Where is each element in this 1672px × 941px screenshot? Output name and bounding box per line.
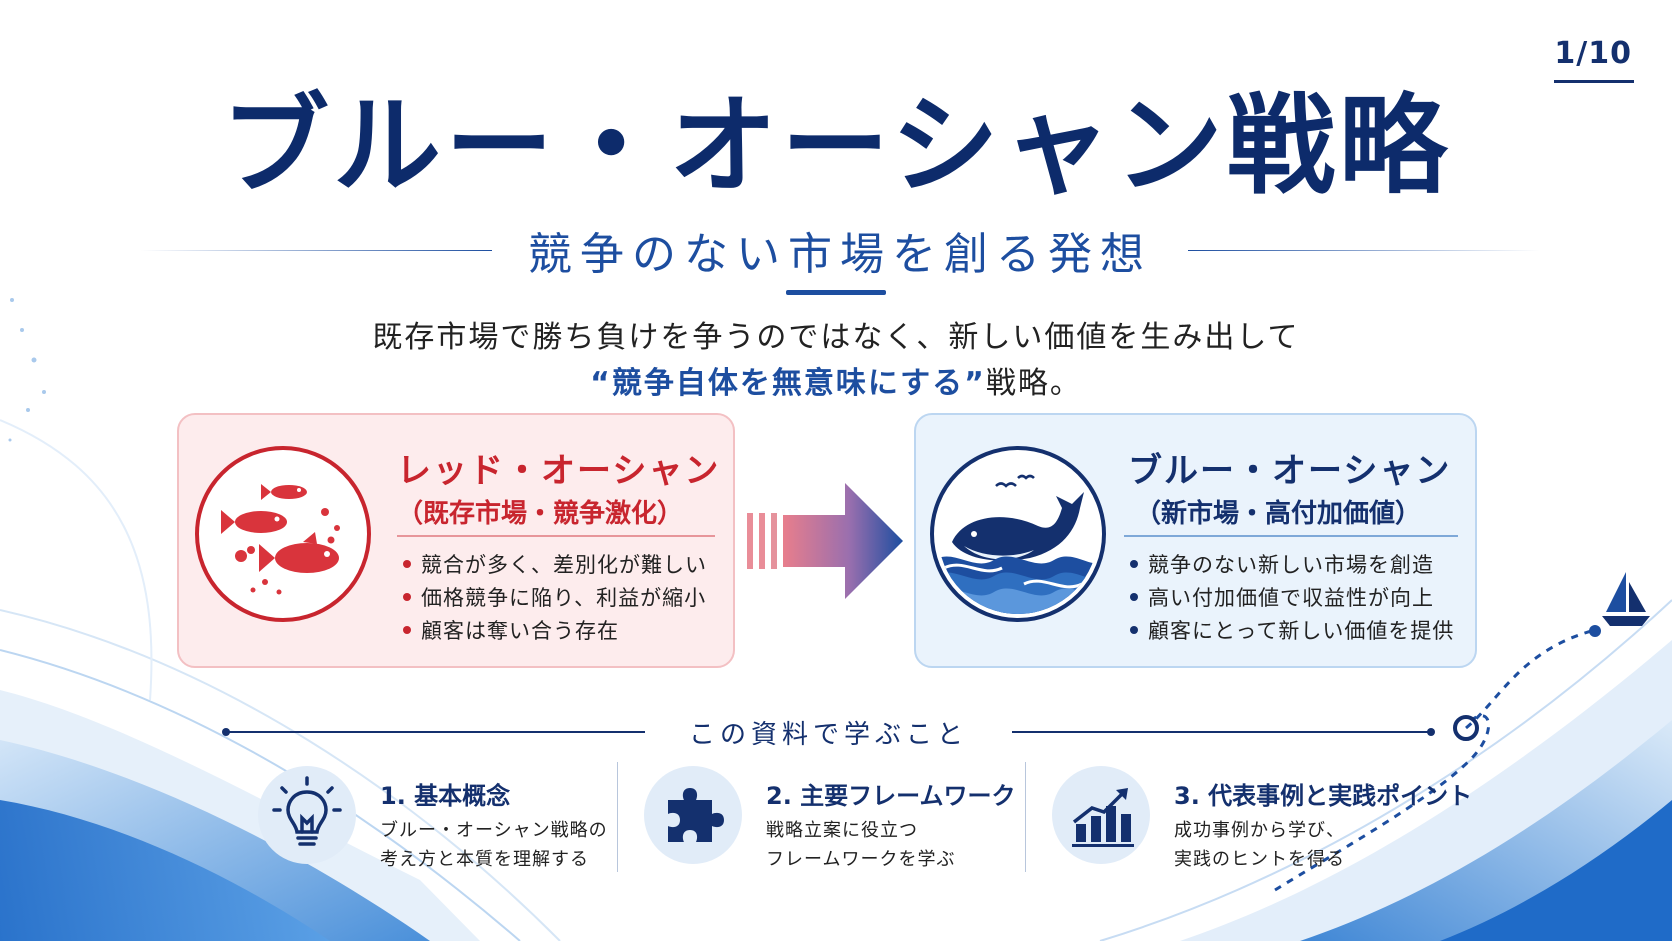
list-item: 価格競争に陥り、利益が縮小 [403,582,707,615]
list-item: 顧客は奪い合う存在 [403,615,707,648]
bullet-dot [403,626,411,634]
blue-ocean-title: ブルー・オーシャン [1128,451,1452,491]
bullet-dot [1130,626,1138,634]
page-number-underline [1554,80,1634,83]
learn-item-desc-line: ブルー・オーシャン戦略の [380,820,608,841]
blue-ocean-subtitle: （新市場・高付加価値） [1134,499,1421,529]
learn-divider [617,762,618,872]
fish-icon [221,484,340,595]
blue-ocean-bullets: 競争のない新しい市場を創造 高い付加価値で収益性が向上 顧客にとって新しい価値を… [1130,549,1454,648]
learn-rule-left [222,728,645,736]
page-number: 1/10 [1554,36,1632,71]
bullet-dot [1130,560,1138,568]
red-ocean-card: レッド・オーシャン （既存市場・競争激化） 競合が多く、差別化が難しい 価格競争… [177,413,735,668]
lead-line-2: “競争自体を無意味にする”戦略。 [0,358,1672,402]
whale-icon [938,474,1098,614]
learn-item-icon-circle [644,766,742,864]
learn-item-icon-circle [258,766,356,864]
red-ocean-divider [397,535,715,537]
subtitle-rule-right [1188,249,1540,251]
transition-arrow-icon [747,483,903,599]
bullet-text: 競合が多く、差別化が難しい [421,553,707,577]
list-item: 競争のない新しい市場を創造 [1130,549,1454,582]
red-ocean-title: レッド・オーシャン [397,451,721,491]
subtitle-rule-left [140,249,492,251]
learn-item-title: 2. 主要フレームワーク [766,782,1016,810]
bullet-dot [403,593,411,601]
learn-item-title: 3. 代表事例と実践ポイント [1174,782,1473,810]
learn-item-desc-line: 実践のヒントを得る [1174,849,1345,870]
bullet-text: 顧客にとって新しい価値を提供 [1148,619,1455,643]
list-item: 競合が多く、差別化が難しい [403,549,707,582]
blue-ocean-divider [1124,535,1458,537]
learn-item-desc-line: 戦略立案に役立つ [766,820,918,841]
learn-item-icon-circle [1052,766,1150,864]
subtitle-row: 競争のない市場を創る発想 [140,222,1540,280]
learn-item-desc: 成功事例から学び、実践のヒントを得る [1174,816,1345,874]
learn-item-desc-line: 成功事例から学び、 [1174,820,1345,841]
bullet-dot [403,560,411,568]
red-ocean-subtitle: （既存市場・競争激化） [397,499,684,529]
list-item: 顧客にとって新しい価値を提供 [1130,615,1454,648]
blue-ocean-card: ブルー・オーシャン （新市場・高付加価値） 競争のない新しい市場を創造 高い付加… [914,413,1477,668]
learn-item-desc-line: フレームワークを学ぶ [766,849,956,870]
bullet-text: 競争のない新しい市場を創造 [1148,553,1434,577]
red-ocean-icon-circle [195,446,371,622]
learn-item-title: 1. 基本概念 [380,782,511,810]
lightbulb-icon [272,776,342,846]
sailboat-icon [1602,572,1650,626]
bullet-text: 顧客は奪い合う存在 [421,619,619,643]
bullet-text: 価格競争に陥り、利益が縮小 [421,586,707,610]
lead-line-2-rest: 戦略。 [985,366,1082,401]
bullet-text: 高い付加価値で収益性が向上 [1148,586,1434,610]
learn-heading-row: この資料で学ぶこと [222,712,1436,752]
learn-item-desc-line: 考え方と本質を理解する [380,849,589,870]
learn-heading: この資料で学ぶこと [689,719,969,750]
learn-item-desc: ブルー・オーシャン戦略の考え方と本質を理解する [380,816,608,874]
lead-line-1: 既存市場で勝ち負けを争うのではなく、新しい価値を生み出して [372,320,1300,355]
bullet-dot [1130,593,1138,601]
learn-divider [1025,762,1026,872]
subtitle-accent-bar [786,290,886,295]
growth-chart-icon [1072,788,1134,847]
list-item: 高い付加価値で収益性が向上 [1130,582,1454,615]
learn-item-desc: 戦略立案に役立つフレームワークを学ぶ [766,816,955,874]
blue-ocean-icon-circle [930,446,1106,622]
page-title: ブルー・オーシャン戦略 [221,84,1451,209]
lead-emphasis: “競争自体を無意味にする” [590,366,986,401]
puzzle-icon [668,788,724,842]
learn-rule-right [1012,728,1436,736]
red-ocean-bullets: 競合が多く、差別化が難しい 価格競争に陥り、利益が縮小 顧客は奪い合う存在 [403,549,707,648]
subtitle: 競争のない市場を創る発想 [528,229,1152,280]
